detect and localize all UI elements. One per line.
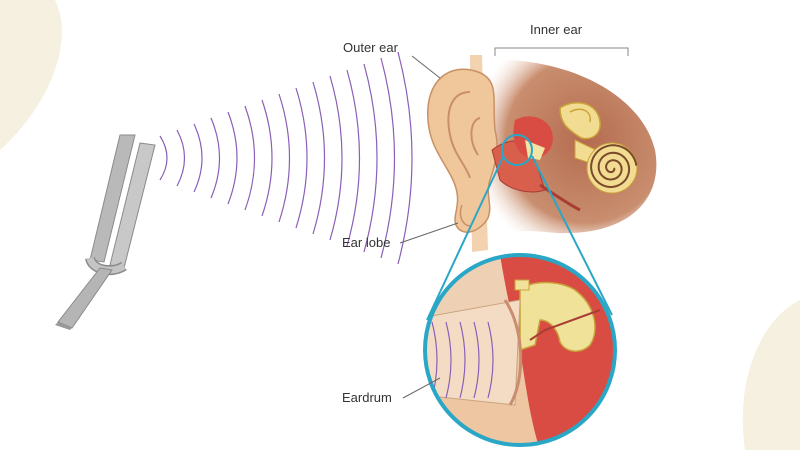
- outer-ear-label: Outer ear: [343, 40, 398, 55]
- callout-source-ring: [501, 134, 533, 166]
- background-blob-top-left: [0, 0, 62, 150]
- leader-lines: [399, 55, 459, 399]
- magnifier-callout-icon: [423, 253, 617, 447]
- callout-connectors: [426, 155, 613, 321]
- background-blob-bottom-right: [742, 300, 800, 450]
- sound-wave-icon: [159, 51, 413, 265]
- eardrum-label: Eardrum: [342, 390, 392, 405]
- ear-icon: [427, 68, 498, 233]
- cochlea-icon: [559, 102, 638, 194]
- tuning-fork-icon: [55, 134, 156, 330]
- inner-ear-label: Inner ear: [530, 22, 583, 37]
- ear-lobe-label: Ear lobe: [342, 235, 391, 250]
- inner-ear-bracket: [494, 47, 629, 56]
